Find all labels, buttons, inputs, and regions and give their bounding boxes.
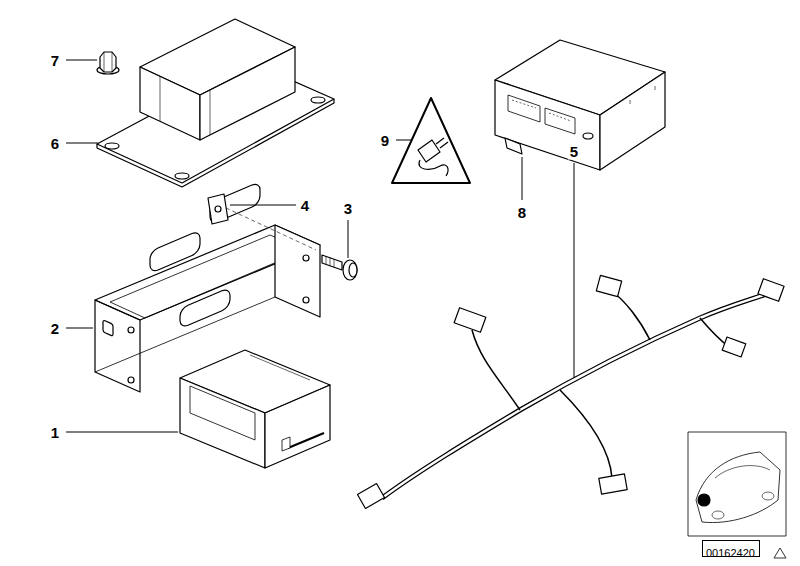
location-inset [688, 432, 786, 536]
callout-number: 7 [49, 52, 61, 69]
drawing-number: 00162420 [706, 548, 755, 559]
warning-triangle [392, 98, 470, 183]
cable-harness [382, 290, 772, 498]
callout-number: 8 [516, 204, 528, 221]
cd-changer [180, 350, 330, 468]
callout-number: 5 [568, 143, 580, 160]
leader-lines [66, 60, 574, 432]
callout-number: 3 [342, 200, 354, 217]
callout-number: 1 [49, 424, 61, 441]
callout-number: 6 [49, 135, 61, 152]
corner-triangle [774, 548, 786, 558]
callout-number: 4 [299, 197, 311, 214]
callout-number: 9 [379, 132, 391, 149]
module-with-plate [97, 19, 334, 187]
drawing-number-box: 00162420 [702, 540, 760, 557]
clip-nut [208, 194, 316, 250]
hex-nut [97, 52, 119, 74]
callout-number: 2 [49, 320, 61, 337]
screw [322, 255, 357, 280]
control-module [495, 40, 665, 170]
mounting-bracket [95, 182, 320, 392]
